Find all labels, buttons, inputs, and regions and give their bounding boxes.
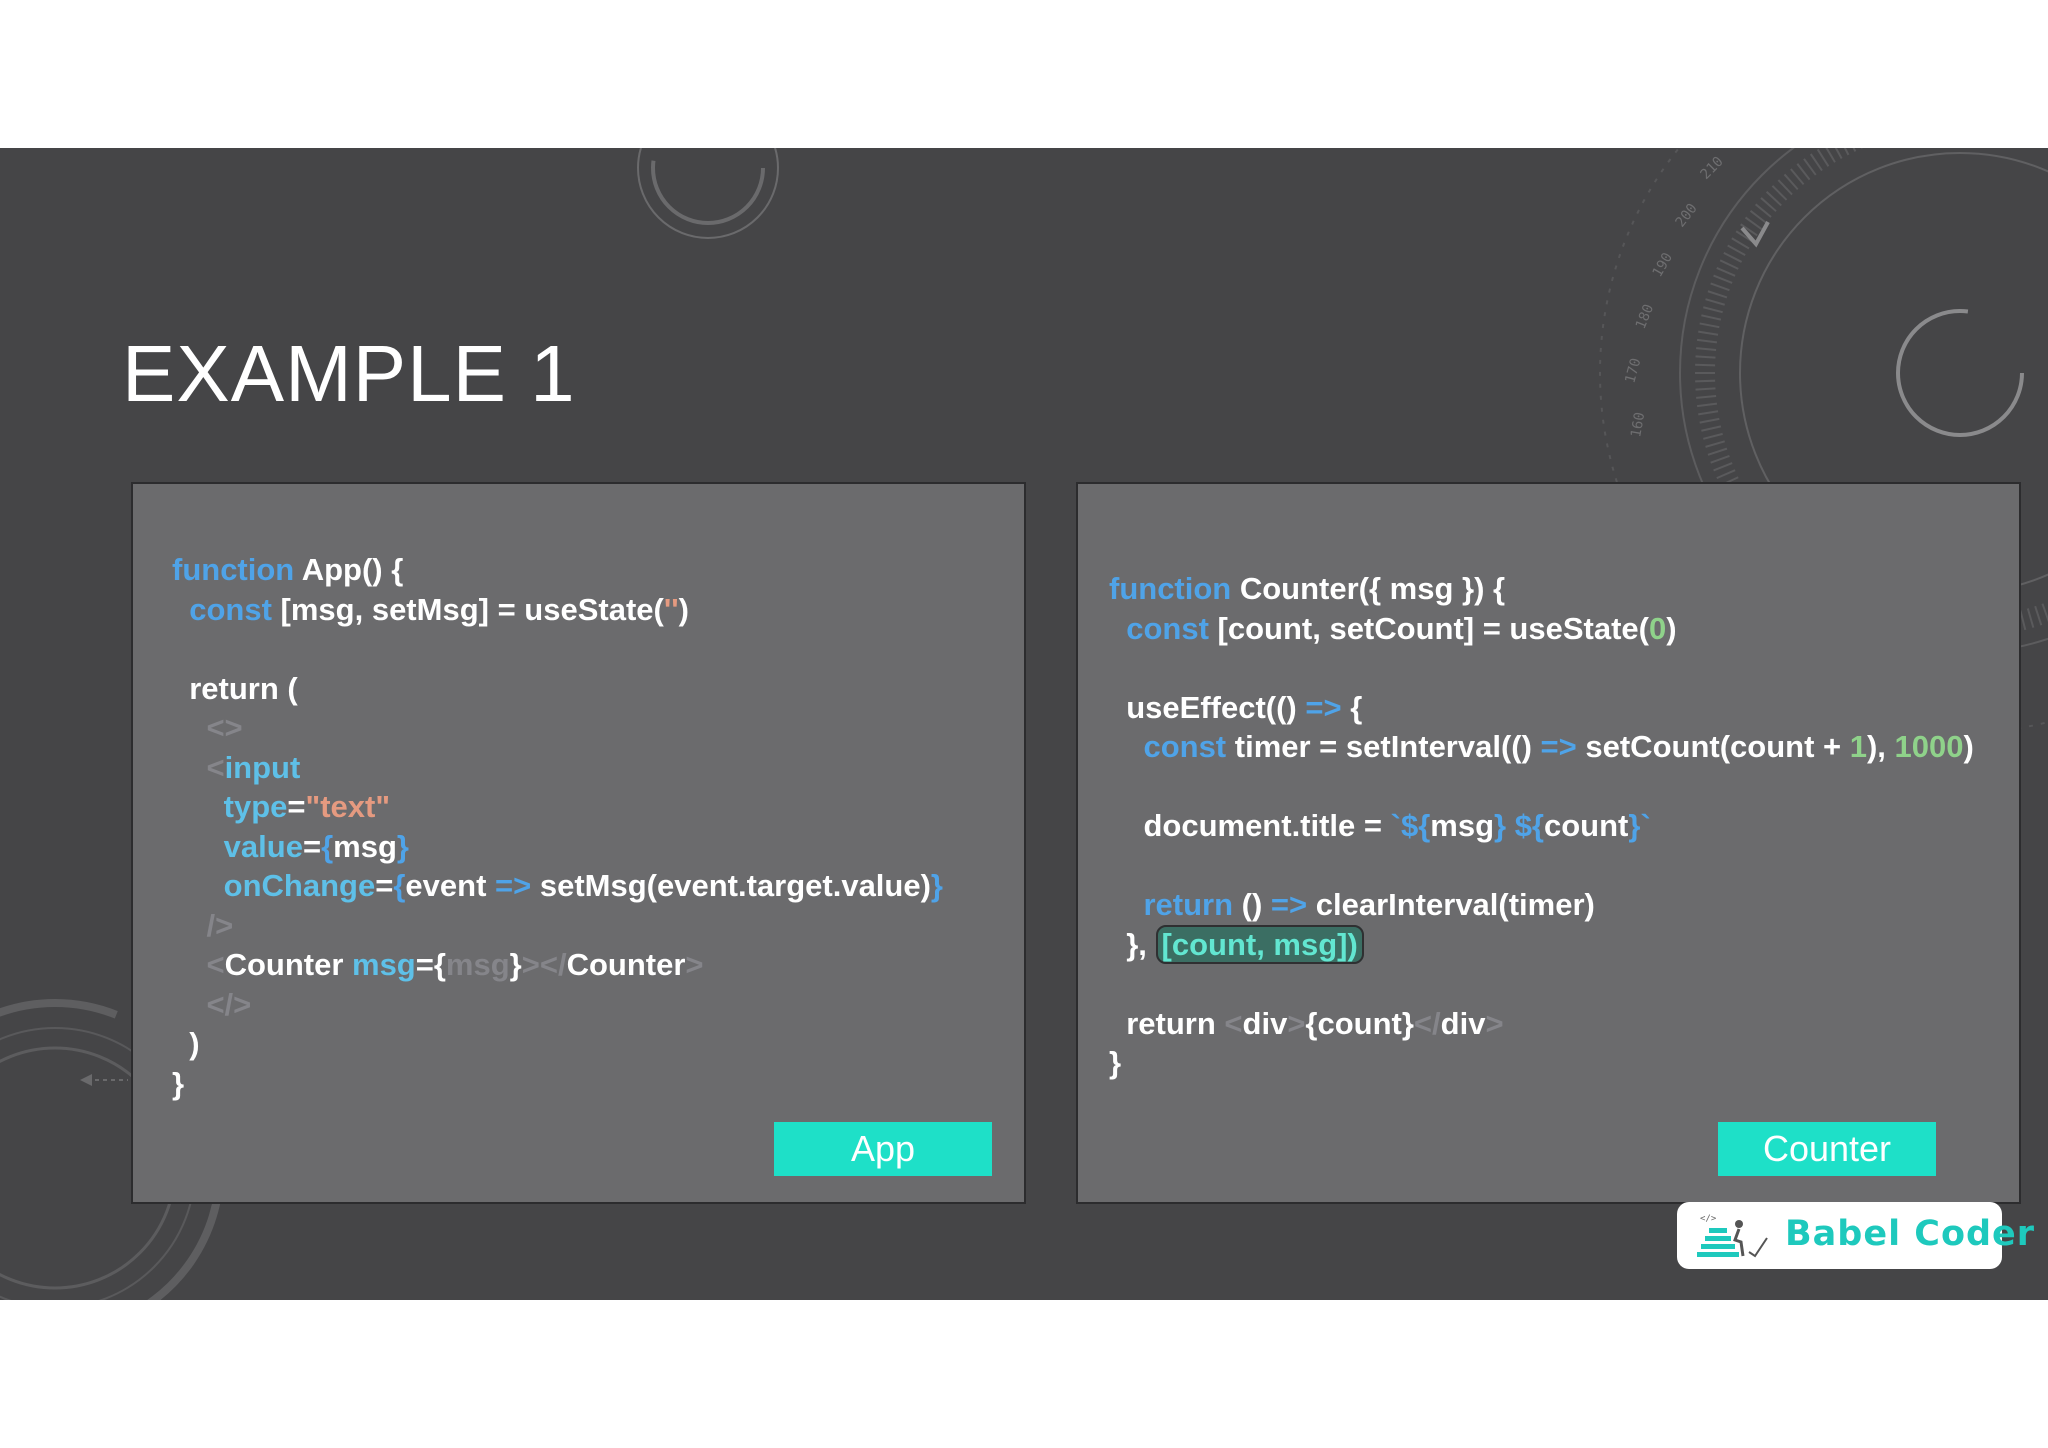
app-code-block: function App() { const [msg, setMsg] = u… <box>172 550 943 1103</box>
slide: 160 170 180 190 200 210 EXAMPLE 1 functi… <box>0 148 2048 1300</box>
code-line: const [msg, setMsg] = useState('') <box>189 591 689 627</box>
deco-chevron <box>1740 221 1770 248</box>
deco-ring-right <box>1896 309 2024 437</box>
dependency-array-highlight: [count, msg]) <box>1155 924 1364 964</box>
code-line: } <box>1109 1045 1122 1080</box>
logo-text: Babel Coder <box>1785 1214 2036 1254</box>
dial-label: 200 <box>1673 201 1701 231</box>
dial-label: 180 <box>1633 302 1657 331</box>
code-line: } <box>172 1065 185 1101</box>
code-line: <Counter msg={msg}></Counter> <box>172 947 704 982</box>
logo-mark-caption: </> <box>1700 1214 1717 1224</box>
counter-code-block: function Counter({ msg }) { const [count… <box>1109 569 1974 1083</box>
code-line: const timer = setInterval(() => setCount… <box>1143 729 1974 764</box>
code-line: </> <box>172 986 252 1022</box>
app-code-panel: function App() { const [msg, setMsg] = u… <box>131 482 1026 1204</box>
code-line: document.title = `${msg} ${count}` <box>1109 808 1651 843</box>
counter-code-panel: function Counter({ msg }) { const [count… <box>1076 482 2021 1204</box>
code-line: return () => clearInterval(timer) <box>1143 887 1595 922</box>
code-line: type="text" <box>172 789 391 824</box>
babel-coder-logo: </> Babel Coder <box>1677 1202 2034 1269</box>
code-line: return ( <box>172 670 298 706</box>
code-line: function App() { <box>172 552 404 587</box>
dial-label: 170 <box>1622 356 1644 385</box>
counter-component-label: Counter <box>1718 1122 1936 1176</box>
babel-coder-logo-icon: </> <box>1697 1214 1768 1258</box>
dial-label: 190 <box>1650 250 1677 280</box>
code-line: /> <box>172 907 234 943</box>
code-line: const [count, setCount] = useState(0) <box>1126 610 1677 646</box>
code-line: useEffect(() => { <box>1109 689 1363 725</box>
code-line: return <div>{count}</div> <box>1109 1005 1504 1041</box>
dial-label: 160 <box>1628 411 1648 439</box>
deco-ring-top <box>637 148 779 239</box>
dial-label: 210 <box>1698 154 1727 183</box>
app-component-label: App <box>774 1122 992 1176</box>
code-line: value={msg} <box>172 828 409 864</box>
code-line: function Counter({ msg }) { <box>1109 571 1506 606</box>
code-line: ) <box>172 1026 200 1061</box>
slide-title: EXAMPLE 1 <box>122 329 576 418</box>
code-line: onChange={event => setMsg(event.target.v… <box>172 868 943 903</box>
code-line: <input <box>172 749 301 785</box>
code-line: <> <box>172 710 243 745</box>
code-line: }, [count, msg]) <box>1109 924 1364 964</box>
